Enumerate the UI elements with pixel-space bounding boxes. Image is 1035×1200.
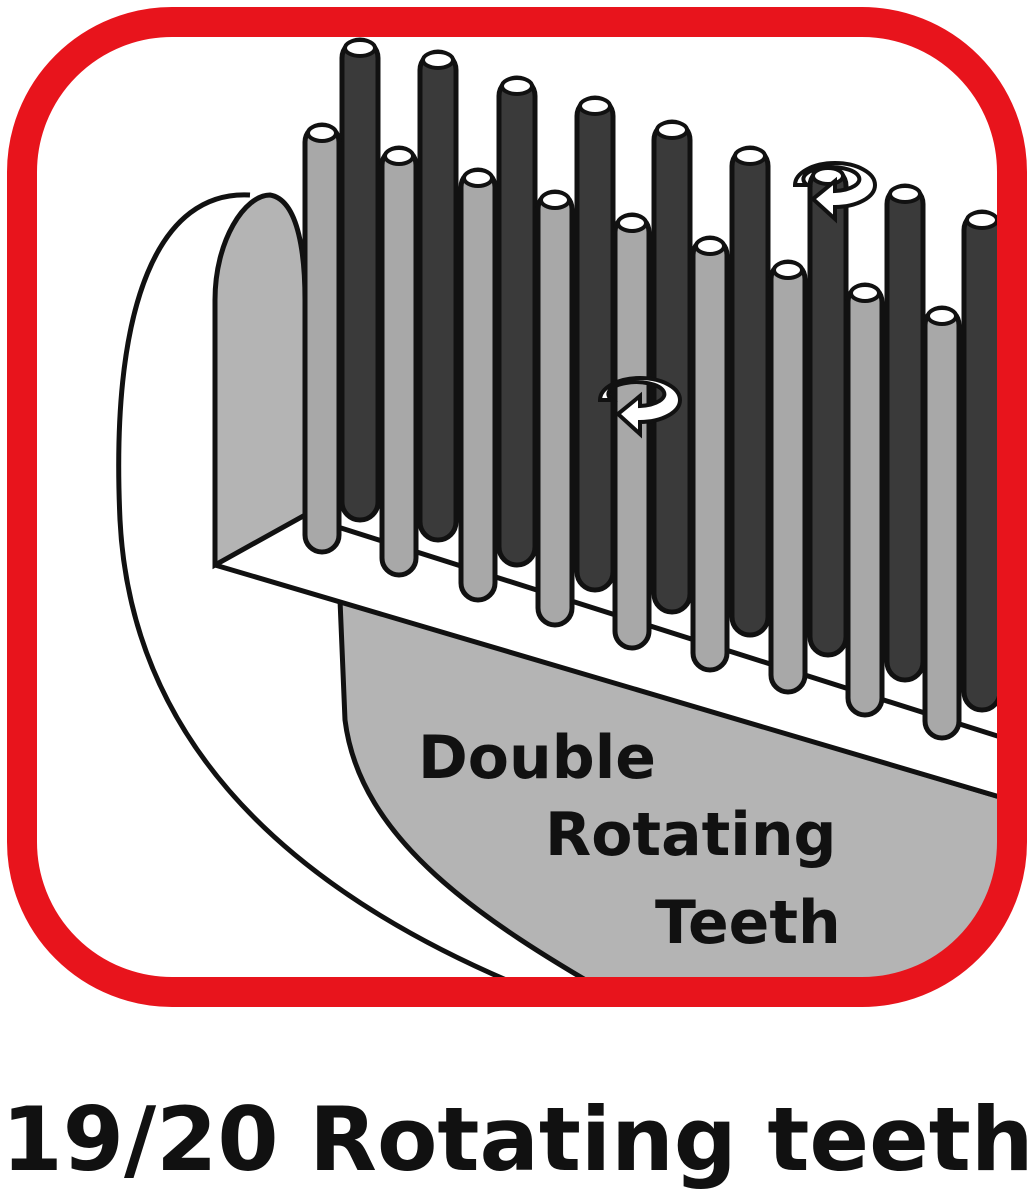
tooth-dark <box>574 95 616 593</box>
tooth-light <box>535 189 575 628</box>
handle-outline <box>116 192 531 992</box>
label-line-3: Teeth <box>655 888 841 958</box>
brush-end-cap <box>212 192 308 570</box>
tooth-dark <box>807 165 849 658</box>
label-line-1: Double <box>418 723 656 793</box>
rotation-arrow-icon <box>597 376 682 439</box>
brush-base <box>337 596 1012 992</box>
tooth-dark <box>884 183 926 683</box>
tooth-dark <box>417 49 459 543</box>
tooth-light <box>768 259 808 695</box>
label-line-2: Rotating <box>545 800 837 870</box>
rotation-arrow-icon <box>792 161 877 224</box>
tooth-dark <box>961 209 1003 713</box>
tooth-light <box>379 145 419 578</box>
feature-label: Double Rotating Teeth <box>418 723 841 958</box>
brush-head-icon: Double Rotating Teeth <box>7 7 1027 1007</box>
tooth-light <box>690 235 730 673</box>
tooth-light <box>845 282 885 718</box>
tooth-light <box>458 167 498 603</box>
red-frame <box>7 7 1027 1007</box>
tooth-dark <box>339 37 381 523</box>
tooth-light <box>612 212 652 651</box>
tooth-dark <box>729 145 771 638</box>
tooth-light <box>922 305 962 741</box>
tooth-dark <box>496 75 538 568</box>
caption-title: 19/20 Rotating teeth <box>1 1088 1034 1191</box>
tooth-dark <box>651 119 693 615</box>
tooth-light <box>302 122 342 555</box>
